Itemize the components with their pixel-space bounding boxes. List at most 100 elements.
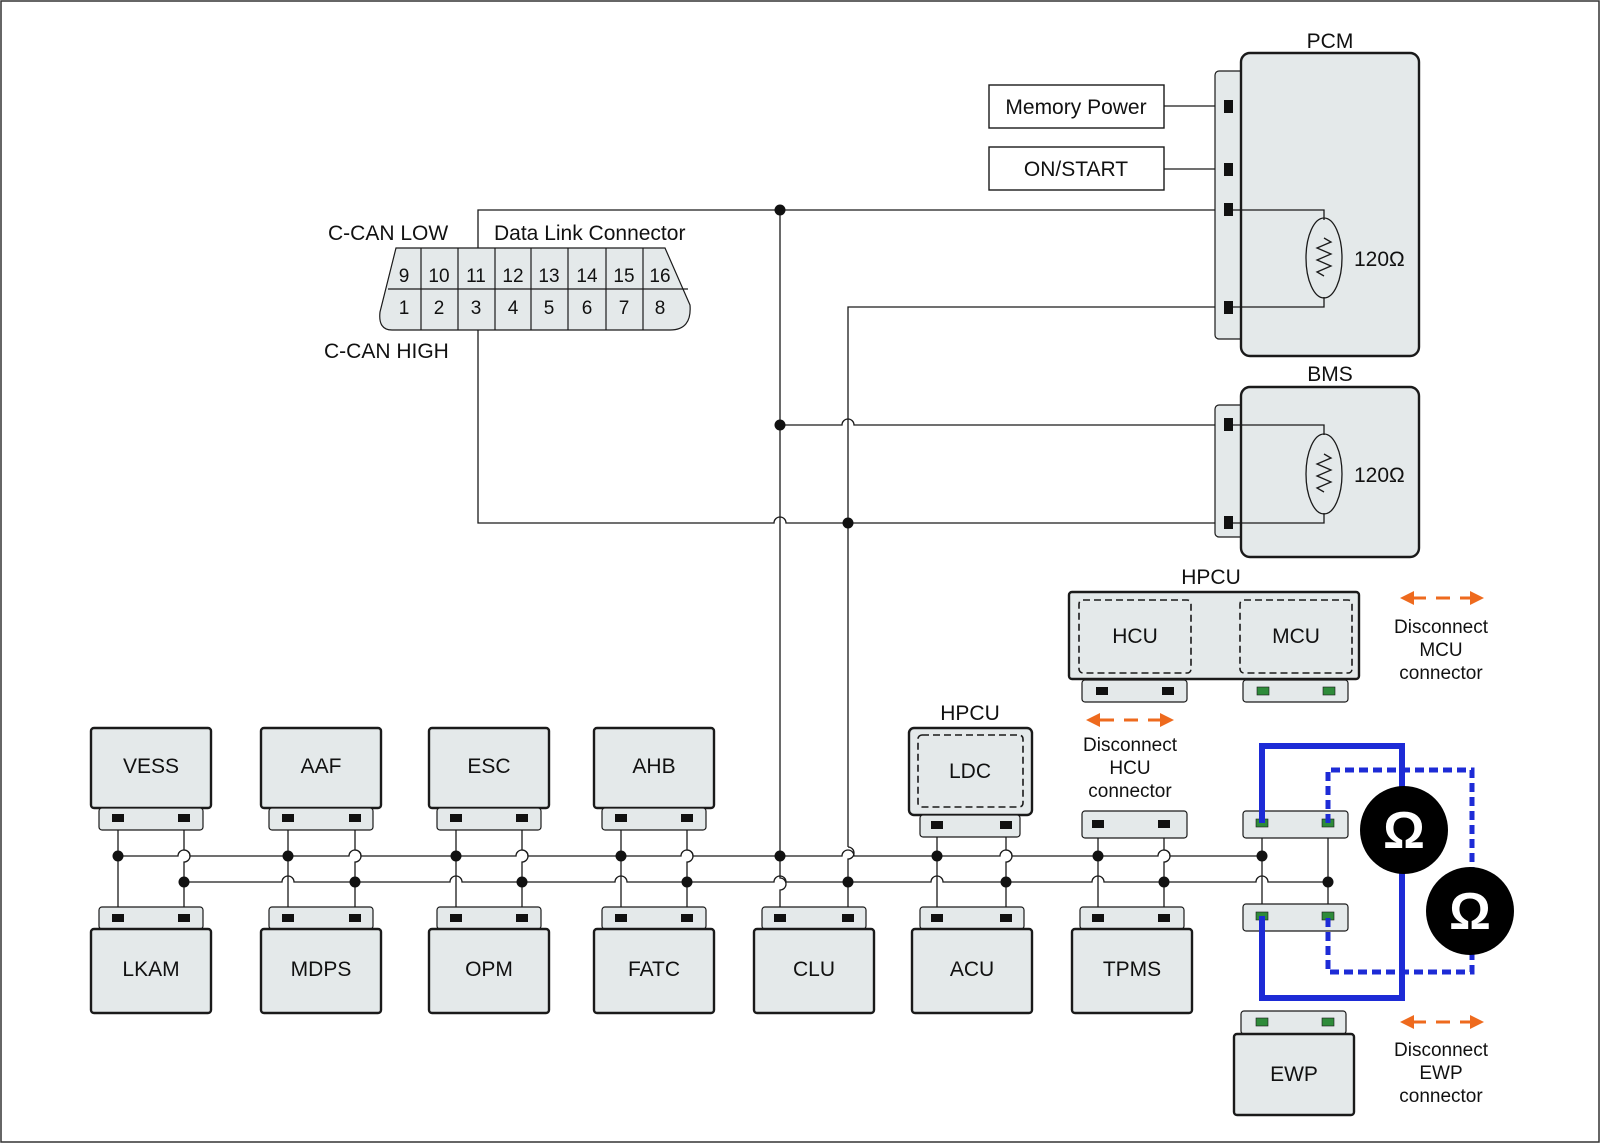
ohm-symbol-1: Ω [1383, 802, 1425, 860]
drop-col1-b [183, 816, 191, 915]
wire-trunk-low [779, 210, 787, 915]
drop-acu-b [1005, 822, 1013, 915]
ohm-symbol-2: Ω [1449, 883, 1491, 941]
ewp-box [1232, 1032, 1356, 1117]
top-modules: VESS AAF ESC AHB [89, 726, 716, 831]
dlc-pin-label: 2 [434, 298, 445, 319]
hcu-harness-connector [1081, 810, 1188, 839]
drop-col4-b [686, 816, 694, 915]
svg-text:ACU: ACU [950, 958, 994, 981]
junction [349, 876, 361, 888]
note-hcu-line1: Disconnect [1083, 735, 1178, 756]
svg-text:AAF: AAF [301, 755, 342, 778]
junction [1000, 876, 1012, 888]
dlc-dividers [420, 248, 644, 330]
dlc-pin-label: 11 [466, 266, 486, 287]
junction [1158, 876, 1170, 888]
dlc-pin-label: 1 [399, 298, 410, 319]
svg-text:MDPS: MDPS [291, 958, 352, 981]
svg-text:FATC: FATC [628, 958, 680, 981]
dlc-pin-label: 14 [576, 266, 598, 287]
resistor-icon [1315, 453, 1333, 493]
ewp-upper-harness-connector [1242, 810, 1349, 839]
hpcu-main-label: HPCU [1181, 566, 1241, 589]
note-mcu-line1: Disconnect [1394, 617, 1489, 638]
junction [774, 419, 786, 431]
dlc-pin-label: 7 [619, 298, 630, 319]
svg-text:CLU: CLU [793, 958, 835, 981]
dlc-pin-label: 5 [544, 298, 555, 319]
svg-text:AHB: AHB [632, 755, 675, 778]
bms-label: BMS [1307, 363, 1353, 386]
mcu-box [1239, 599, 1353, 674]
module-ahb: AHB [592, 726, 716, 831]
drop-tpms-b [1163, 822, 1171, 915]
module-clu: CLU [752, 906, 876, 1015]
junction [615, 850, 627, 862]
pcm-label: PCM [1307, 30, 1354, 53]
note-ewp-line1: Disconnect [1394, 1040, 1489, 1061]
bms-box [1239, 385, 1421, 559]
can-high-label: C-CAN HIGH [324, 340, 449, 363]
note-hcu-line3: connector [1088, 781, 1172, 802]
hpcu-ldc: HPCU LDC [907, 702, 1034, 838]
wire-can-high-pcm [847, 306, 1224, 847]
disconnect-notes: Disconnect MCU connector Disconnect HCU … [1083, 617, 1489, 1107]
dlc-pin-label: 8 [655, 298, 666, 319]
hpcu-box [1067, 590, 1361, 681]
junction [450, 850, 462, 862]
module-lkam: LKAM [89, 906, 213, 1015]
disconnect-arrows [1086, 591, 1484, 1029]
hcu-connector [1081, 679, 1188, 703]
module-aaf: AAF [259, 726, 383, 831]
hpcu-main: HPCU HCU MCU [1067, 566, 1361, 703]
wire-can-high-bms [477, 322, 1224, 524]
memory-power-label: Memory Power [1005, 96, 1146, 119]
bottom-modules: LKAM MDPS OPM FATC CLU [89, 906, 1194, 1015]
ohmmeter-icon-2 [1426, 867, 1514, 955]
dlc-pin-label: 6 [582, 298, 593, 319]
dlc-pin-label: 15 [613, 266, 634, 287]
note-mcu-line3: connector [1399, 663, 1483, 684]
junction [774, 850, 786, 862]
bms-resistor-label: 120Ω [1354, 464, 1405, 487]
dlc-pin-label: 10 [428, 266, 449, 287]
junction [842, 876, 854, 888]
note-hcu-line2: HCU [1109, 758, 1150, 779]
arrow-left-icon [1086, 713, 1100, 727]
ewp-test: EWP Ω Ω [1232, 743, 1514, 1117]
hcu-box [1078, 599, 1192, 674]
junction [1092, 850, 1104, 862]
dlc-pin-label: 9 [399, 266, 410, 287]
junction [516, 876, 528, 888]
mcu-label: MCU [1272, 625, 1320, 648]
junction [282, 850, 294, 862]
hcu-label: HCU [1112, 625, 1158, 648]
bms-resistor-outline [1305, 433, 1343, 515]
dlc-title: Data Link Connector [494, 222, 685, 245]
mcu-connector [1242, 679, 1349, 703]
module-vess: VESS [89, 726, 213, 831]
svg-text:ESC: ESC [467, 755, 510, 778]
on-start-box [988, 146, 1165, 191]
pcm-resistor-label: 120Ω [1354, 248, 1405, 271]
junction [1256, 850, 1268, 862]
arrow-left-icon [1400, 591, 1414, 605]
arrow-right-icon [1470, 591, 1484, 605]
on-start-label: ON/START [1024, 158, 1128, 181]
junctions [112, 204, 1334, 888]
svg-text:TPMS: TPMS [1103, 958, 1161, 981]
module-acu: ACU [910, 906, 1034, 1015]
junction [178, 876, 190, 888]
dlc-pin-label: 13 [538, 266, 559, 287]
module-opm: OPM [427, 906, 551, 1015]
dlc-pin-label: 16 [649, 266, 670, 287]
pcm-resistor-outline [1305, 217, 1343, 299]
note-ewp-line3: connector [1399, 1086, 1483, 1107]
hpcu-ldc-label: HPCU [940, 702, 1000, 725]
drop-col2-b [354, 816, 362, 915]
svg-text:LKAM: LKAM [122, 958, 179, 981]
